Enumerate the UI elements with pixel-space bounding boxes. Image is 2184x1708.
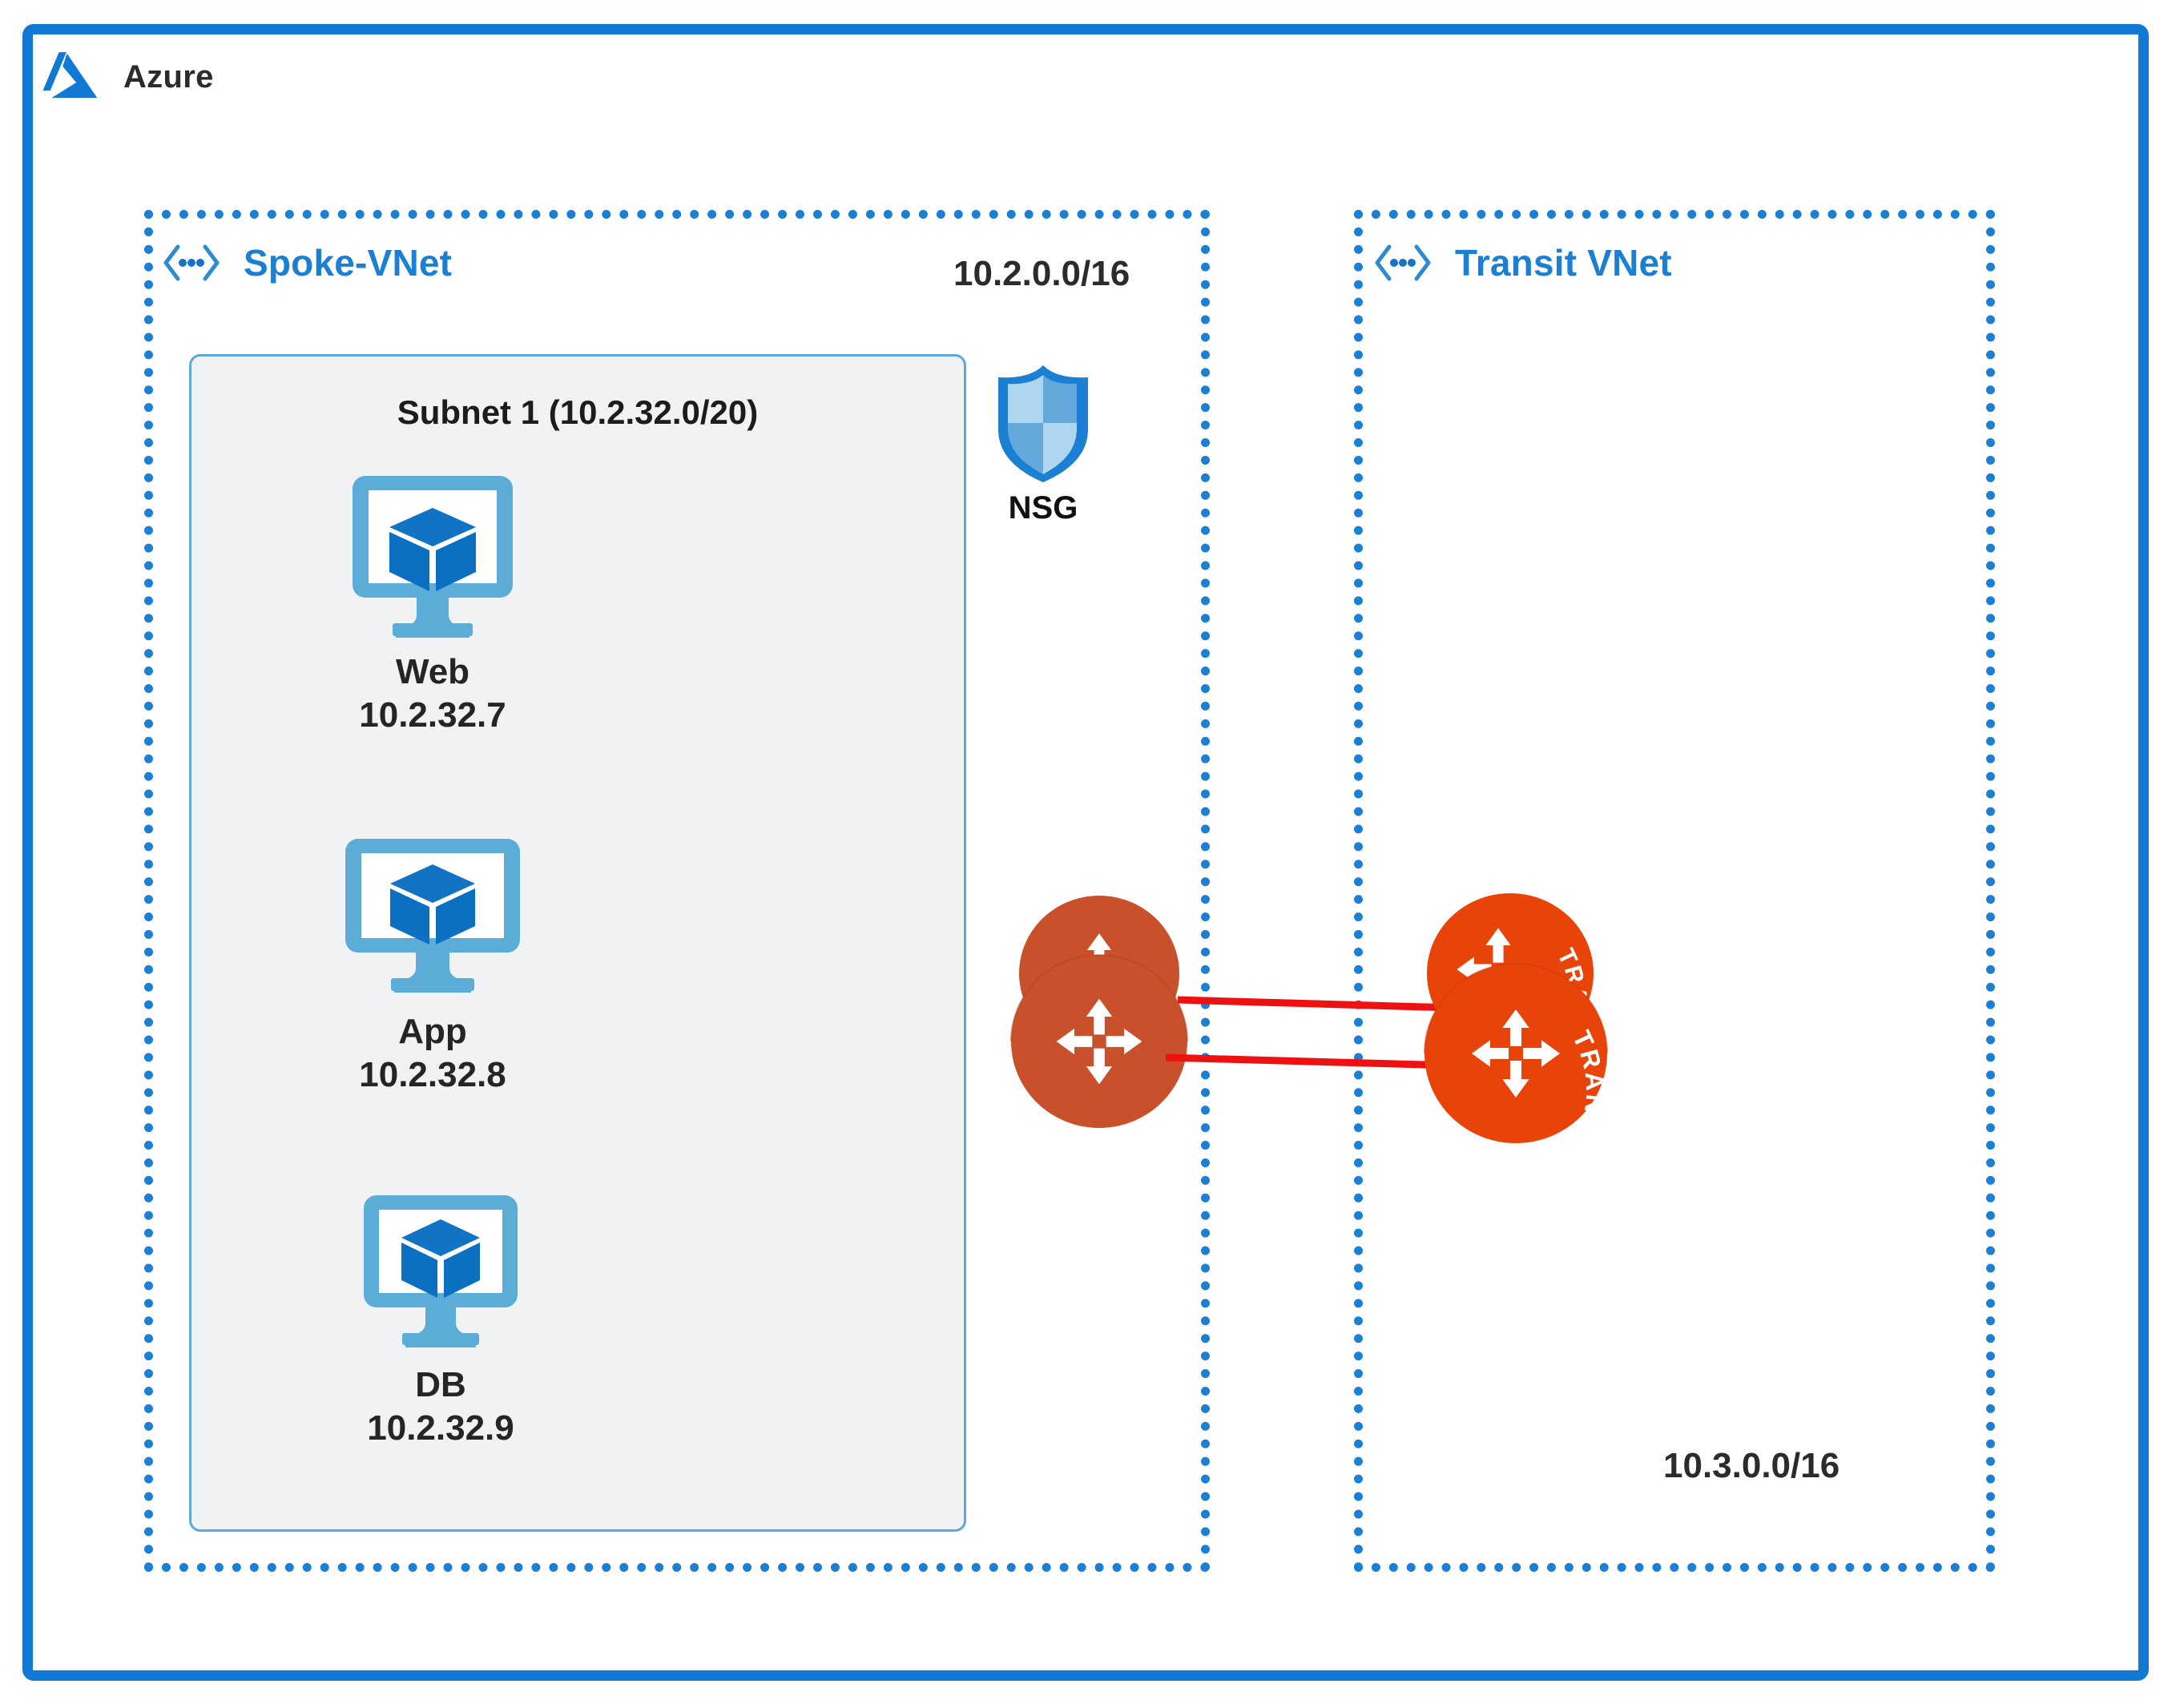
subnet-title: Subnet 1 (10.2.32.0/20) — [397, 393, 759, 431]
virtual-machine-icon — [364, 1195, 518, 1347]
nsg-node[interactable]: NSG — [979, 362, 1107, 526]
vm-ip: 10.2.32.8 — [359, 1054, 506, 1094]
azure-header: Azure — [42, 50, 214, 104]
vm-name: DB — [415, 1365, 466, 1404]
azure-logo-icon — [42, 52, 98, 99]
transit-vnet-name: Transit VNet — [1455, 242, 1672, 284]
vm-name: Web — [395, 652, 470, 691]
vm-node-web[interactable]: Web 10.2.32.7 — [264, 473, 601, 736]
virtual-machine-icon — [353, 476, 513, 638]
virtual-machine-icon — [345, 839, 520, 993]
azure-title: Azure — [123, 58, 214, 95]
transit-vnet-container — [1354, 210, 1995, 1572]
transit-vnet-header: Transit VNet — [1372, 240, 1672, 285]
vm-ip: 10.2.32.9 — [367, 1408, 514, 1448]
vm-node-db[interactable]: DB 10.2.32.9 — [272, 1194, 609, 1449]
vnet-icon — [1375, 244, 1431, 281]
spoke-vnet-container — [144, 210, 1210, 1572]
nsg-label: NSG — [1008, 490, 1078, 526]
shield-icon — [998, 365, 1088, 482]
spoke-vnet-cidr: 10.2.0.0/16 — [953, 254, 1130, 293]
vnet-icon — [163, 244, 220, 281]
subnet-card: Subnet 1 (10.2.32.0/20) — [189, 354, 966, 1532]
transit-vnet-cidr: 10.3.0.0/16 — [1663, 1446, 1840, 1485]
vm-node-app[interactable]: App 10.2.32.8 — [264, 837, 601, 1096]
vm-name: App — [398, 1012, 467, 1051]
vm-ip: 10.2.32.7 — [359, 695, 506, 735]
spoke-vnet-header: Spoke-VNet — [160, 240, 452, 285]
spoke-vnet-name: Spoke-VNet — [244, 242, 453, 284]
